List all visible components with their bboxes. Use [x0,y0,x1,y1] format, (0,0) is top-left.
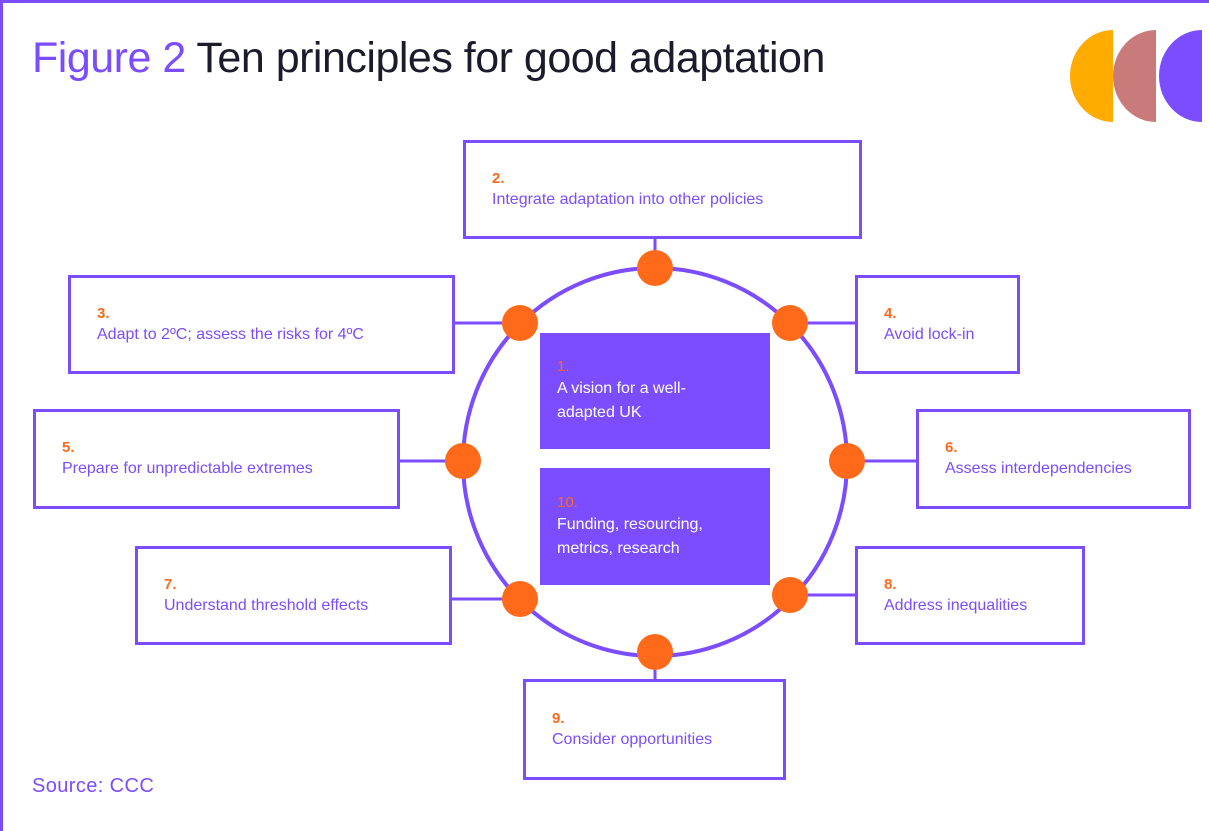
principle-box-8: 8. Address inequalities [855,546,1085,645]
principle-number: 6. [945,439,958,456]
principle-label: Address inequalities [884,596,1028,614]
node-3 [502,305,538,341]
principle-label: Prepare for unpredictable extremes [62,460,313,477]
node-2 [637,250,673,286]
principle-box-1: 1. A vision for a well- adapted UK [540,333,770,449]
principle-box-10: 10. Funding, resourcing, metrics, resear… [540,468,770,585]
logo-rose-half-circle [1113,30,1156,122]
principle-box-3: 3. Adapt to 2ºC; assess the risks for 4º… [68,275,455,374]
principle-box-2: 2. Integrate adaptation into other polic… [463,140,862,239]
principle-label: Funding, resourcing, metrics, research [557,515,703,557]
principle-label: Avoid lock-in [884,325,975,343]
node-9 [637,634,673,670]
principle-number: 9. [552,709,565,727]
logo-yellow-half-circle [1070,30,1113,122]
principle-box-6: 6. Assess interdependencies [916,409,1191,509]
node-4 [772,305,808,341]
figure-number: Figure 2 [32,34,186,82]
node-5 [445,443,481,479]
principle-number: 4. [884,304,897,322]
principle-number: 8. [884,575,897,593]
logo-purple-half-circle [1159,30,1202,122]
figure-title: Figure 2 Ten principles for good adaptat… [32,30,825,86]
principle-box-7: 7. Understand threshold effects [135,546,452,645]
principle-number: 5. [62,439,75,456]
node-8 [772,577,808,613]
ccc-logo-icon [1070,30,1202,122]
principle-label: Understand threshold effects [164,596,369,614]
principle-number: 7. [164,575,177,593]
node-7 [502,581,538,617]
principle-number: 2. [492,169,505,187]
principle-label: Consider opportunities [552,730,713,748]
principle-label: A vision for a well- adapted UK [557,380,686,421]
source-note: Source: CCC [32,775,155,797]
principle-box-4: 4. Avoid lock-in [855,275,1020,374]
principle-box-9: 9. Consider opportunities [523,679,786,780]
principle-label: Assess interdependencies [945,460,1132,477]
principle-box-5: 5. Prepare for unpredictable extremes [33,409,400,509]
principle-number: 10. [557,493,578,511]
principle-label: Integrate adaptation into other policies [492,190,764,208]
principle-number: 1. [557,358,570,375]
figure-title-text: Ten principles for good adaptation [196,34,825,82]
principle-label: Adapt to 2ºC; assess the risks for 4ºC [97,325,364,343]
node-6 [829,443,865,479]
principle-number: 3. [97,304,110,322]
